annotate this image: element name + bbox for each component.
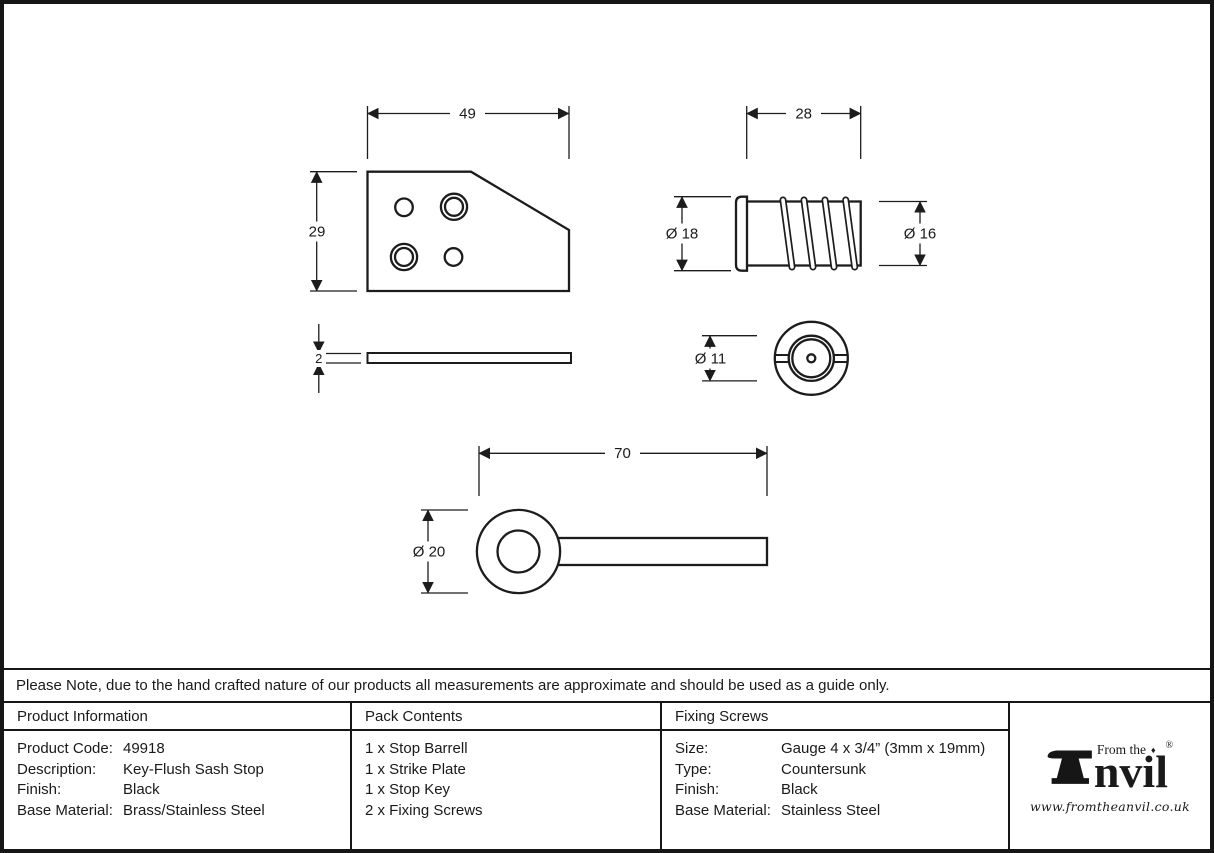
anvil-icon: [1047, 749, 1092, 784]
barrel-threads: [779, 196, 859, 271]
stop-barrel-side-view: 28 Ø 18 Ø 16: [659, 104, 943, 272]
measurement-note: Please Note, due to the hand crafted nat…: [4, 670, 1210, 703]
dimension-height-29: 29: [299, 171, 357, 292]
plate-countersunk-hole-inner: [393, 246, 415, 268]
dimension-width-49: 49: [366, 104, 570, 159]
plate-hole: [443, 247, 464, 267]
list-item: 1 x Stop Key: [365, 781, 451, 799]
row-label: Type:: [675, 760, 712, 778]
table-row: Finish: Black: [675, 780, 1002, 801]
row-label: Product Code:: [17, 740, 113, 757]
row-value: Stainless Steel: [781, 801, 881, 819]
logo-tagline-text: From the: [1096, 742, 1146, 758]
dimension-ring-dia-20: Ø 20: [406, 509, 468, 594]
row-label: Size:: [675, 740, 709, 757]
row-value: Key-Flush Sash Stop: [123, 760, 264, 778]
pack-contents-header: Pack Contents: [352, 703, 660, 731]
table-row: Finish: Black: [17, 780, 344, 801]
brand-logo-cell: From the ♦ ® nvil www.fromtheanvil.co.uk: [1010, 703, 1210, 849]
key-shaft: [550, 536, 769, 567]
strike-plate-side-view: 2: [311, 324, 572, 393]
row-value: Gauge 4 x 3/4” (3mm x 19mm): [781, 740, 986, 757]
registered-trademark-symbol: ®: [1165, 739, 1174, 751]
dimension-label: Ø 20: [413, 544, 446, 561]
dimension-label: 49: [459, 106, 476, 123]
table-row: Size: Gauge 4 x 3/4” (3mm x 19mm): [675, 739, 1002, 760]
row-value: Brass/Stainless Steel: [123, 801, 265, 819]
technical-drawing: 49 29 2: [299, 104, 943, 595]
row-value: Black: [781, 781, 818, 799]
list-item: 1 x Stop Barrell: [365, 740, 468, 757]
barrel-end-center-hole: [806, 353, 817, 364]
barrel-end-key-slot: [775, 354, 847, 363]
from-the-anvil-logo: From the ♦ ® nvil www.fromtheanvil.co.uk: [1029, 739, 1191, 814]
row-label: Base Material:: [675, 801, 771, 819]
row-value: Countersunk: [781, 760, 867, 778]
row-label: Base Material:: [17, 801, 113, 819]
table-row: Base Material: Brass/Stainless Steel: [17, 801, 344, 822]
row-label: Finish:: [675, 781, 720, 799]
spec-columns: Product Information Product Code: 49918 …: [4, 703, 1210, 849]
table-row: Description: Key-Flush Sash Stop: [17, 760, 344, 781]
diamond-icon: ♦: [1150, 745, 1156, 756]
note-text: Please Note, due to the hand crafted nat…: [16, 677, 890, 694]
spec-table: Please Note, due to the hand crafted nat…: [4, 668, 1210, 849]
fixing-screws-body: Size: Gauge 4 x 3/4” (3mm x 19mm) Type: …: [662, 731, 1008, 849]
dimension-flange-dia-18: Ø 18: [659, 196, 731, 272]
row-label: Finish:: [17, 781, 62, 799]
pack-contents-body: 1 x Stop Barrell 1 x Strike Plate 1 x St…: [352, 731, 660, 849]
dimension-label: Ø 11: [695, 350, 726, 367]
table-row: Product Code: 49918: [17, 739, 344, 760]
pack-contents-column: Pack Contents 1 x Stop Barrell 1 x Strik…: [352, 703, 662, 849]
fixing-screws-header: Fixing Screws: [662, 703, 1008, 731]
plate-countersunk-hole-inner: [443, 196, 465, 217]
fixing-screws-column: Fixing Screws Size: Gauge 4 x 3/4” (3mm …: [662, 703, 1010, 849]
dimension-label: Ø 16: [904, 226, 937, 243]
product-information-header: Product Information: [4, 703, 350, 731]
product-information-body: Product Code: 49918 Description: Key-Flu…: [4, 731, 350, 849]
dimension-length-28: 28: [746, 104, 862, 159]
dimension-label: 29: [309, 224, 326, 241]
logo-tagline: From the ♦ ®: [1094, 739, 1174, 758]
list-item: 2 x Fixing Screws: [365, 801, 483, 819]
plate-side-outline: [366, 352, 572, 364]
stop-barrel-end-view: Ø 11: [688, 320, 849, 396]
logo-website-url: www.fromtheanvil.co.uk: [1029, 798, 1191, 814]
dimension-label: 70: [614, 445, 631, 462]
barrel-end-ring: [787, 334, 836, 383]
dimension-label: 28: [795, 106, 812, 123]
plate-countersunk-hole: [389, 242, 419, 272]
dimension-label: 2: [315, 351, 322, 366]
dimension-label: Ø 18: [666, 226, 699, 243]
key-ring-inner: [496, 529, 541, 574]
dimension-thickness-2: 2: [311, 324, 361, 393]
barrel-end-ring-inner: [791, 338, 832, 379]
list-item: 1 x Strike Plate: [365, 760, 466, 778]
technical-drawing-area: 49 29 2: [4, 4, 1210, 668]
dimension-length-70: 70: [478, 444, 768, 496]
dimension-core-dia-11: Ø 11: [688, 335, 757, 382]
logo-wordmark: nvil: [1093, 746, 1168, 798]
plate-outline: [366, 170, 571, 293]
strike-plate-top-view: 49 29: [299, 104, 571, 293]
product-information-column: Product Information Product Code: 49918 …: [4, 703, 352, 849]
plate-countersunk-hole: [439, 192, 469, 222]
table-row: Base Material: Stainless Steel: [675, 801, 1002, 822]
row-label: Description:: [17, 760, 97, 778]
barrel-flange: [734, 195, 749, 272]
dimension-body-dia-16: Ø 16: [879, 200, 943, 267]
barrel-end-outer-circle: [773, 320, 849, 396]
stop-key-view: 70 Ø 20: [406, 444, 769, 595]
table-row: Type: Countersunk: [675, 760, 1002, 781]
plate-hole: [394, 197, 414, 218]
row-value: Black: [123, 781, 160, 799]
row-value: 49918: [123, 740, 165, 757]
